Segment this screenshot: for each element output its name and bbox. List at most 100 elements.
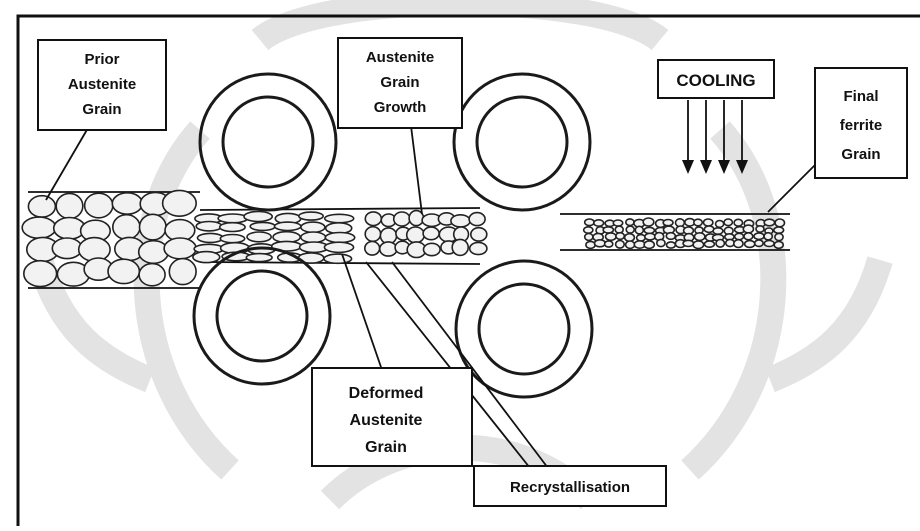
grain xyxy=(657,239,665,246)
grain xyxy=(734,240,743,248)
grain xyxy=(452,239,468,255)
label-growth-line-3: Growth xyxy=(374,99,427,116)
grain xyxy=(735,233,744,239)
grain xyxy=(164,238,196,259)
grain xyxy=(605,241,613,247)
grain xyxy=(247,232,271,242)
grain xyxy=(196,222,222,231)
grain xyxy=(163,190,197,216)
label-recrystallisation: Recrystallisation xyxy=(474,466,666,506)
label-austenite-growth: Austenite Grain Growth xyxy=(338,38,462,128)
grain xyxy=(198,233,224,242)
grain xyxy=(108,259,139,283)
grain xyxy=(626,226,634,233)
grain xyxy=(764,219,774,226)
label-deformed-line-1: Deformed xyxy=(349,385,424,402)
grain xyxy=(734,219,742,226)
grain xyxy=(754,233,764,239)
grain xyxy=(324,242,353,252)
grain xyxy=(218,214,247,223)
grain xyxy=(470,242,487,254)
grain xyxy=(744,233,753,240)
grain xyxy=(643,218,654,226)
grain xyxy=(365,227,380,242)
label-deformed-austenite: Deformed Austenite Grain xyxy=(312,368,472,466)
grain xyxy=(56,193,83,218)
grain xyxy=(586,241,595,248)
grain xyxy=(325,214,354,222)
grain xyxy=(704,219,713,226)
grain xyxy=(365,242,380,256)
label-recryst-text: Recrystallisation xyxy=(510,479,630,496)
grain xyxy=(693,241,703,249)
leader-prior xyxy=(46,128,88,200)
grain xyxy=(594,220,604,226)
leader-final xyxy=(768,158,822,212)
grain xyxy=(22,217,56,238)
grain xyxy=(613,220,622,226)
grain xyxy=(365,212,381,226)
grain xyxy=(625,234,635,242)
grain xyxy=(667,242,676,248)
grain xyxy=(745,241,755,248)
grain xyxy=(52,238,82,259)
label-prior-line-2: Austenite xyxy=(68,76,136,93)
grain xyxy=(28,196,55,217)
grain xyxy=(683,240,693,246)
label-prior-line-1: Prior xyxy=(84,51,119,68)
cooling-arrow-icon xyxy=(700,100,712,174)
grain xyxy=(193,252,220,263)
label-cooling: COOLING xyxy=(658,60,774,98)
grain xyxy=(626,219,634,226)
grain xyxy=(663,220,673,226)
grain xyxy=(716,221,724,228)
grain xyxy=(743,225,753,233)
grain xyxy=(724,219,732,226)
grain xyxy=(112,193,142,214)
label-growth-line-1: Austenite xyxy=(366,49,434,66)
grain xyxy=(113,215,140,240)
grain xyxy=(424,243,441,255)
grain xyxy=(585,219,594,226)
grain xyxy=(585,233,593,240)
label-growth-line-2: Grain xyxy=(380,74,419,91)
cooling-arrow-icon xyxy=(682,100,694,174)
grain xyxy=(774,242,783,249)
grain xyxy=(637,235,646,241)
grain xyxy=(775,233,783,240)
grain xyxy=(584,227,593,233)
grain xyxy=(606,233,617,240)
grain xyxy=(626,241,635,248)
grain xyxy=(423,227,439,240)
grain xyxy=(471,228,487,241)
leader-deformed xyxy=(342,254,382,370)
grain xyxy=(764,233,772,240)
grain xyxy=(469,213,485,226)
grain xyxy=(301,222,325,232)
grain xyxy=(774,227,784,233)
grain xyxy=(139,264,165,286)
grain xyxy=(704,241,714,247)
grain xyxy=(301,232,326,243)
grain xyxy=(635,226,643,234)
grain xyxy=(451,215,470,227)
grain xyxy=(645,233,655,240)
grain xyxy=(299,212,323,220)
label-final-line-1: Final xyxy=(843,88,878,105)
roller-top-right xyxy=(454,74,590,210)
roller-bottom-right xyxy=(456,261,592,397)
label-deformed-line-2: Austenite xyxy=(350,412,423,429)
grain xyxy=(220,235,244,243)
grain-structure xyxy=(22,190,784,286)
grain xyxy=(694,219,702,226)
grain xyxy=(380,242,397,256)
roller-bottom-left xyxy=(194,248,330,384)
grain xyxy=(775,219,784,227)
grain xyxy=(726,239,735,246)
grain xyxy=(603,227,613,233)
grain xyxy=(394,212,410,226)
grain xyxy=(756,226,764,232)
grain xyxy=(407,227,425,243)
